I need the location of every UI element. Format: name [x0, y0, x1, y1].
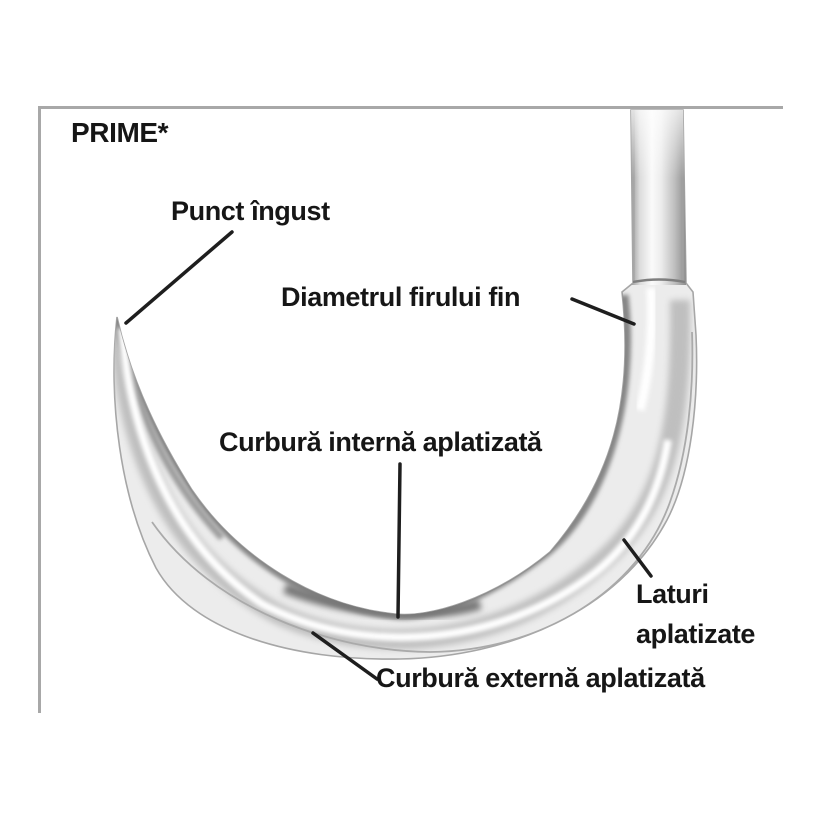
- swage-line: [632, 278, 686, 284]
- label-flattened-sides-line1: Laturi: [636, 579, 709, 609]
- label-flattened-sides-line2: aplatizate: [636, 619, 756, 649]
- leader-line-narrow-point: [124, 230, 234, 325]
- label-wire-diameter: Diametrul firului fin: [281, 282, 521, 312]
- leader-line-inner-curve: [396, 462, 402, 619]
- label-inner-curve: Curbură internă aplatizată: [219, 427, 542, 457]
- leader-line-sides: [622, 538, 653, 578]
- figure-title: PRIME*: [71, 117, 169, 148]
- label-flattened-sides: Laturi aplatizate: [636, 574, 755, 654]
- label-outer-curve: Curbură externă aplatizată: [376, 663, 705, 693]
- label-narrow-point: Punct îngust: [171, 196, 330, 226]
- leader-line-outer-curve: [311, 631, 379, 681]
- figure-frame-left: [38, 106, 41, 713]
- leader-line-wire-diameter: [570, 297, 636, 326]
- figure-frame-top: [38, 106, 783, 109]
- needle-body: [113, 109, 698, 660]
